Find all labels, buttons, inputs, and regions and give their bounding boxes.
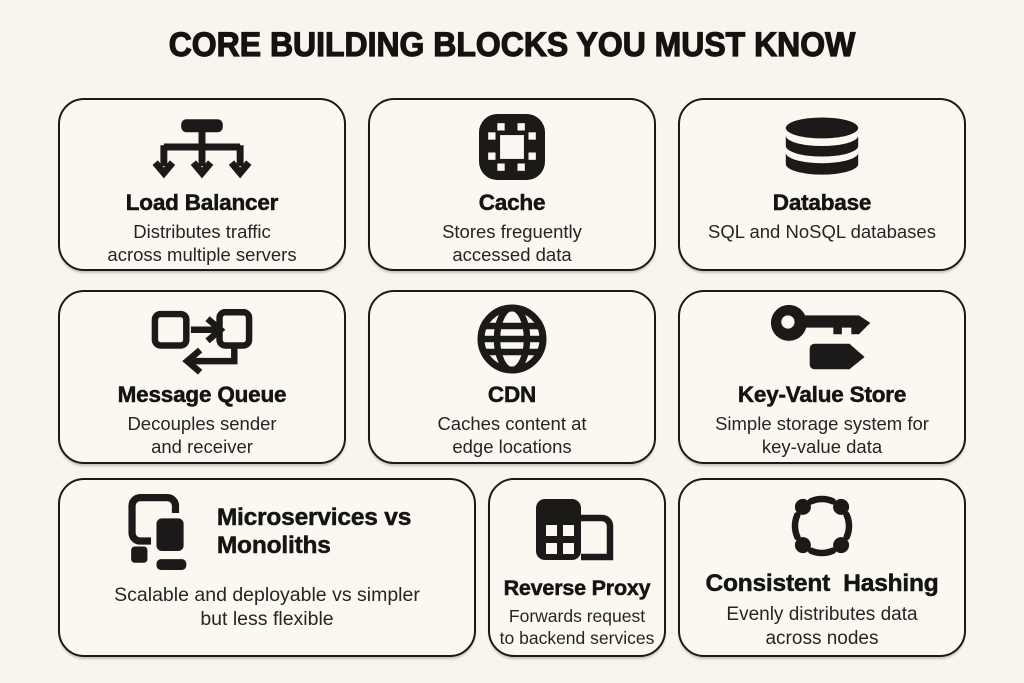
card-title: Load Balancer xyxy=(125,190,279,215)
database-cylinder-icon xyxy=(782,104,862,190)
message-queue-arrows-icon xyxy=(150,296,254,382)
card-title: Consistent Hashing xyxy=(705,570,939,598)
card-cdn: CDN Caches content at edge locations xyxy=(368,290,656,464)
building-proxy-icon xyxy=(532,486,622,576)
card-description: Evenly distributes data across nodes xyxy=(726,604,918,649)
card-reverse-proxy: Reverse Proxy Forwards request to backen… xyxy=(488,478,666,657)
card-description: Simple storage system for key-value data xyxy=(715,412,929,457)
card-description: SQL and NoSQL databases xyxy=(708,220,936,242)
card-description: Caches content at edge locations xyxy=(437,412,587,457)
card-description: Decouples sender and receiver xyxy=(127,412,277,457)
card-message-queue: Message Queue Decouples sender and recei… xyxy=(58,290,346,464)
card-description: Forwards request to backend services xyxy=(499,605,655,648)
card-load-balancer: Load Balancer Distributes traffic across… xyxy=(58,98,346,271)
card-database: Database SQL and NoSQL databases xyxy=(678,98,966,271)
load-balancer-icon xyxy=(150,104,254,190)
card-description: Distributes traffic across multiple serv… xyxy=(107,220,297,265)
card-key-value-store: Key-Value Store Simple storage system fo… xyxy=(678,290,966,464)
page-title: CORE BUILDING BLOCKS YOU MUST KNOW xyxy=(168,25,856,64)
card-header: Microservices vs Monoliths xyxy=(123,490,412,574)
dashed-circle-nodes-icon xyxy=(782,482,862,570)
card-title: Microservices vs Monoliths xyxy=(216,504,412,559)
stacked-services-icon xyxy=(123,490,199,574)
card-consistent-hashing: Consistent Hashing Evenly distributes da… xyxy=(678,478,966,657)
globe-icon xyxy=(474,296,550,382)
key-and-tag-icon xyxy=(769,296,875,382)
card-title: Database xyxy=(772,190,872,215)
card-title: Key-Value Store xyxy=(737,382,907,407)
card-title: Reverse Proxy xyxy=(503,576,651,600)
card-title: Cache xyxy=(478,190,546,215)
cpu-chip-icon xyxy=(479,104,545,190)
card-title: CDN xyxy=(487,382,537,407)
card-cache: Cache Stores freguently accessed data xyxy=(368,98,656,271)
card-title: Message Queue xyxy=(117,382,287,407)
card-description: Scalable and deployable vs simpler but l… xyxy=(114,584,420,631)
card-microservices-vs-monoliths: Microservices vs Monoliths Scalable and … xyxy=(58,478,476,657)
card-description: Stores freguently accessed data xyxy=(442,220,582,265)
